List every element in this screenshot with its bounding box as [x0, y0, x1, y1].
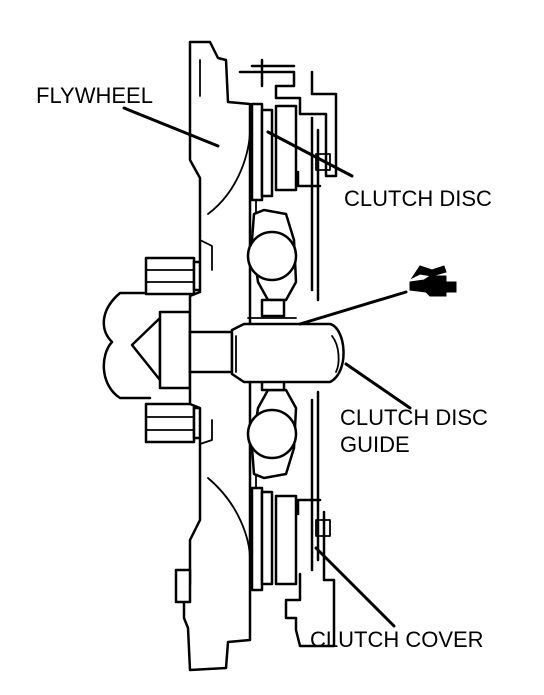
flywheel-label: FLYWHEEL: [36, 83, 153, 108]
clutch-disc-guide: [188, 322, 345, 384]
grease-gun-icon: [409, 265, 457, 297]
leader-lines: [122, 106, 412, 628]
clutch-disc-guide-leader: [344, 362, 412, 410]
clutch-disc-hub: [246, 208, 298, 480]
clutch-disc-leader: [266, 130, 354, 178]
flywheel-stud: [174, 568, 192, 604]
clutch-disc-guide-label-line1: CLUTCH DISC: [340, 405, 488, 430]
clutch-cover-label: CLUTCH COVER: [310, 627, 484, 652]
crankshaft: [102, 291, 192, 400]
flywheel-leader: [122, 106, 220, 148]
clutch-disc-guide-leader-grease: [298, 290, 408, 326]
flywheel-bolt-upper: [144, 256, 212, 296]
clutch-disc-label: CLUTCH DISC: [344, 186, 492, 211]
clutch-cover: [238, 58, 338, 648]
pressure-plate: [274, 104, 320, 586]
clutch-disc-guide-label-line2: GUIDE: [340, 432, 410, 457]
clutch-cover-leader: [314, 546, 396, 628]
